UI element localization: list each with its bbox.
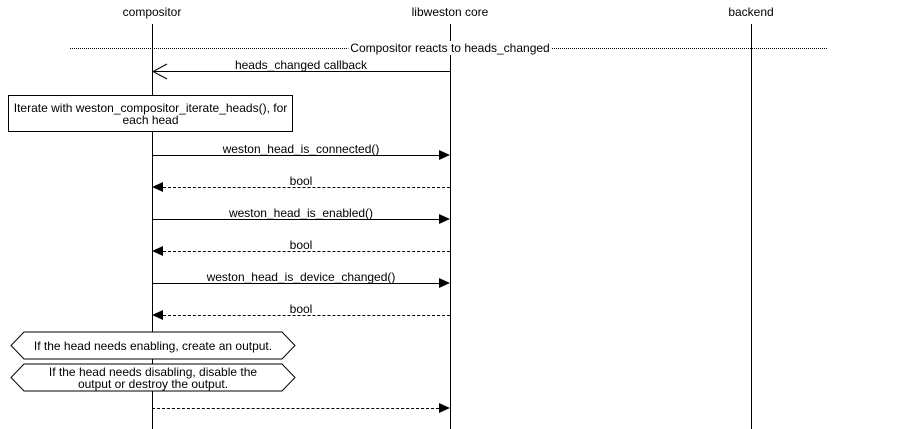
arrowhead-filled-right-final-return [439,403,450,413]
arrowhead-filled-left-bool-return-enabled [152,246,163,256]
message-line-weston-head-is-enabled [152,219,439,220]
lifeline-compositor [152,24,153,429]
note-iterate-heads: Iterate with weston_compositor_iterate_h… [8,95,293,132]
message-line-bool-return-connected [163,187,450,188]
arrowhead-filled-left-bool-return-connected [152,182,163,192]
participant-label-compositor: compositor [122,5,182,19]
message-line-bool-return-enabled [163,251,450,252]
message-line-weston-head-is-connected [152,155,439,156]
message-label-weston-head-is-device-changed: weston_head_is_device_changed() [206,270,396,284]
condition-disable-head-text: If the head needs disabling, disable the… [48,364,258,391]
arrowhead-filled-right-weston-head-is-enabled [439,214,450,224]
participant-label-backend: backend [728,5,774,19]
arrowhead-filled-right-weston-head-is-device-changed [439,278,450,288]
condition-enable-head-text: If the head needs enabling, create an ou… [33,338,273,353]
arrowhead-filled-left-bool-return-device-changed [152,310,163,320]
message-line-heads-changed-callback [152,71,450,72]
message-line-final-return [152,408,439,409]
arrowhead-filled-right-weston-head-is-connected [439,150,450,160]
message-label-bool-return-enabled: bool [289,238,313,252]
condition-enable-head: If the head needs enabling, create an ou… [10,331,296,360]
message-label-weston-head-is-connected: weston_head_is_connected() [222,142,380,156]
divider-label: Compositor reacts to heads_changed [348,41,552,55]
message-label-heads-changed-callback: heads_changed callback [234,58,368,72]
message-label-bool-return-connected: bool [289,174,313,188]
lifeline-libweston-core [450,24,451,429]
condition-disable-head: If the head needs disabling, disable the… [10,363,296,392]
message-label-weston-head-is-enabled: weston_head_is_enabled() [228,206,374,220]
message-label-bool-return-device-changed: bool [289,302,313,316]
message-line-bool-return-device-changed [163,315,450,316]
participant-label-libweston-core: libweston core [411,5,489,19]
message-line-weston-head-is-device-changed [152,283,439,284]
lifeline-backend [751,24,752,429]
